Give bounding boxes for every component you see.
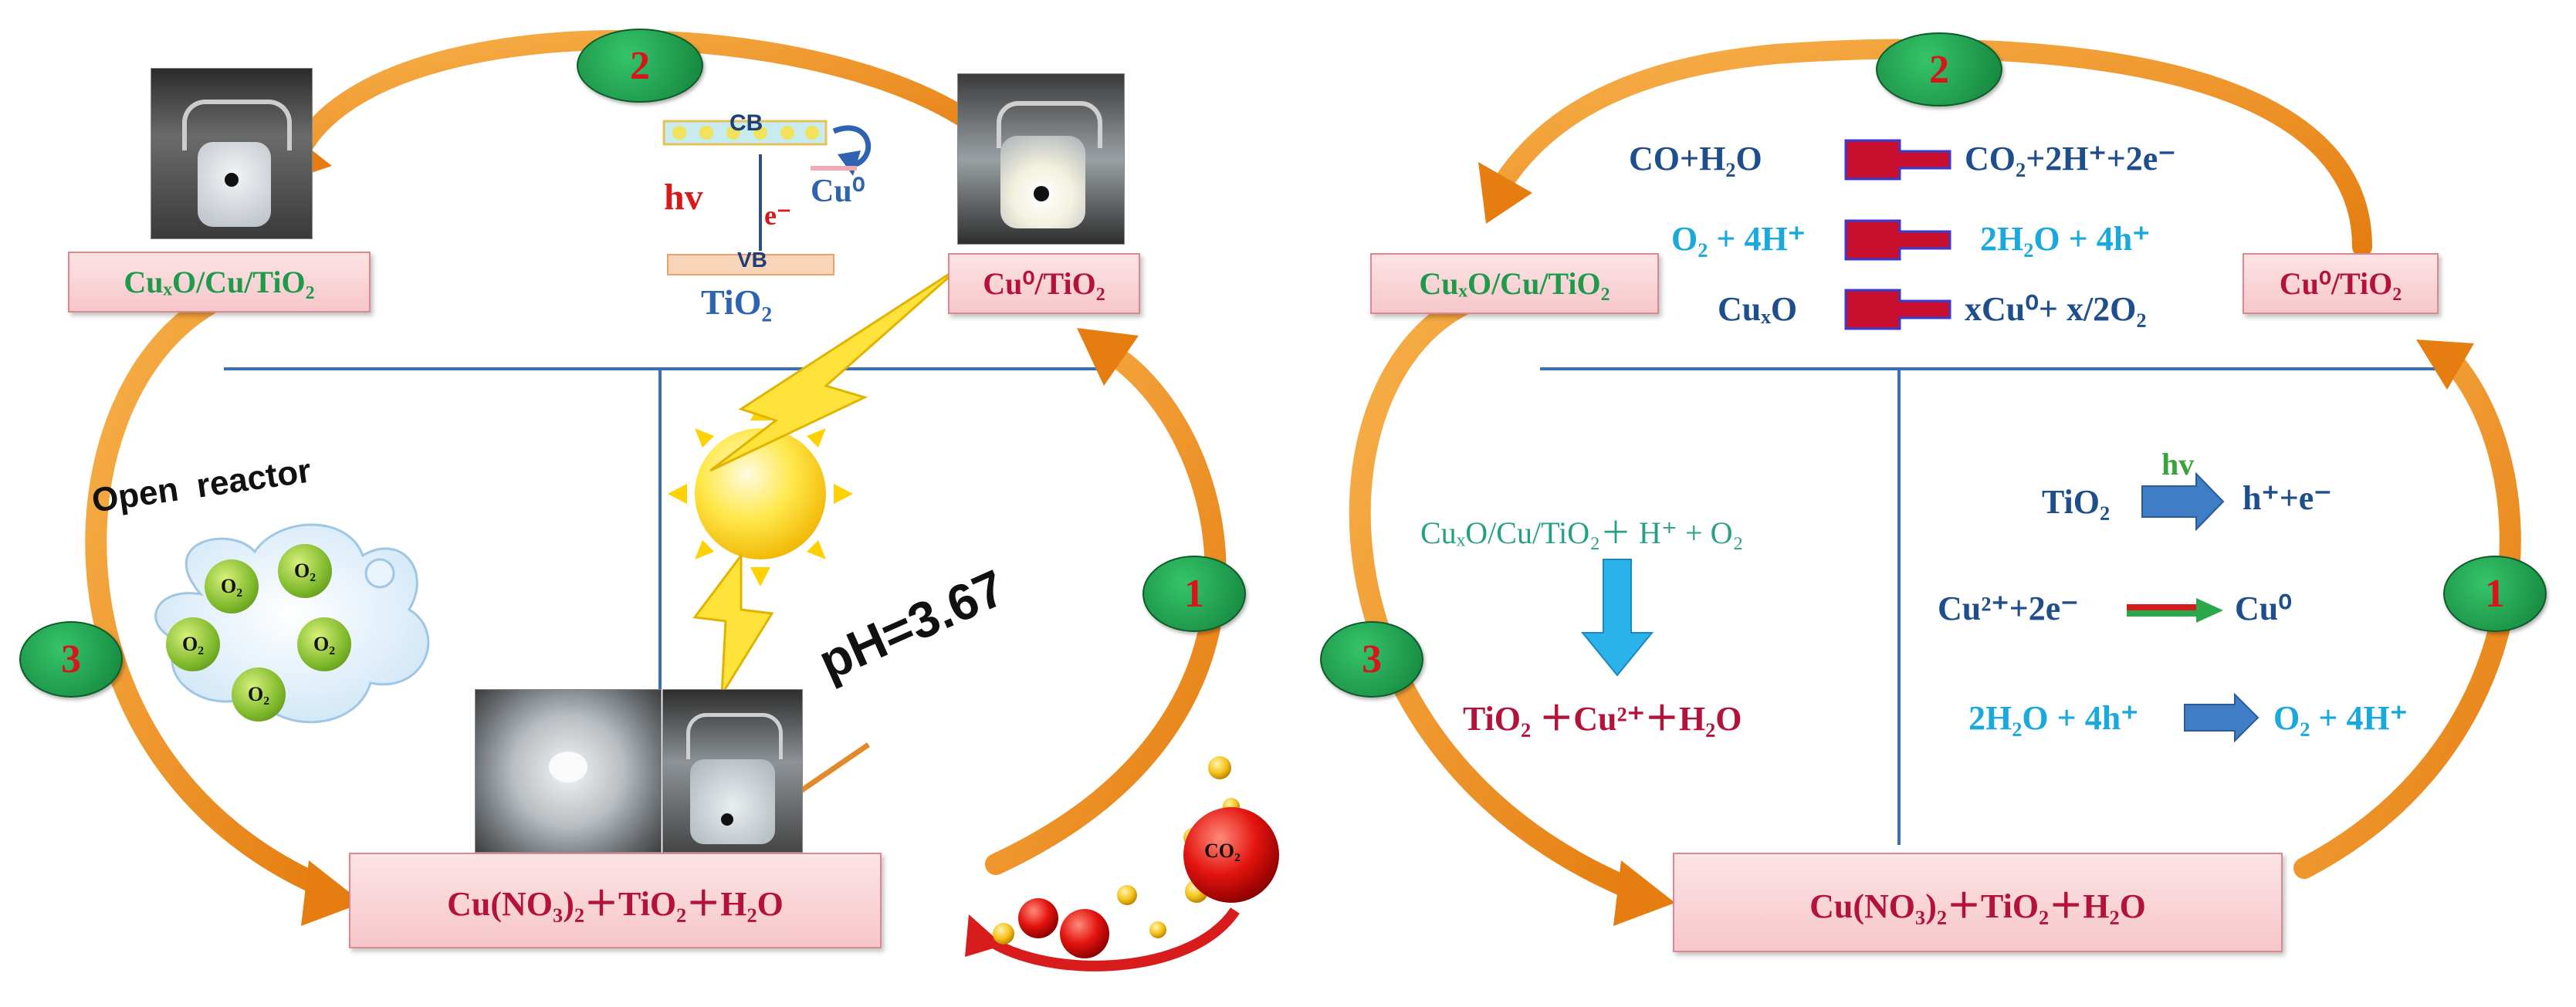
band-diagram [662,120,872,275]
co2-bubbles-icon [965,756,1279,972]
right-divider-lines [1540,367,2459,845]
right-box-reactants: Cu(NO₃)₂＋TiO₂＋H₂O [1673,853,2283,952]
electron-label: e⁻ [764,200,791,231]
left-badge-1: 1 [1142,556,1246,632]
hv-label: hv [664,177,703,218]
cu0-band-label: Cu⁰ [811,174,865,209]
eq1-tio2: TiO₂ [2042,483,2111,521]
o2-molecule: O₂ [232,667,286,721]
right-badge-1: 1 [2443,556,2547,632]
sun-icon [668,401,853,586]
eq-cu0-reactant: xCu⁰+ x/2O₂ [1965,290,2147,328]
right-arrow-2-head [1478,162,1532,224]
o2-molecule: O₂ [205,559,259,613]
blue-arrow-o2 [2184,692,2260,743]
left-badge-2: 2 [577,29,703,103]
ph-pointer-line [794,742,870,797]
right-arrow-3-head [1613,860,1675,926]
left-box-cu0-tio2: Cu⁰/TiO₂ [948,253,1140,314]
right-badge-2: 2 [1876,32,2002,106]
eq1-h2o: 2H₂O + 4h⁺ [1968,699,2139,737]
eq-cuxo-product: CuₓO [1718,290,1798,328]
right-arrow-3 [1349,294,1647,902]
eq-co2-reactant: CO₂+2H⁺+2e⁻ [1965,140,2176,177]
co2-label: CO₂ [1204,840,1241,862]
tio2-band-label: TiO₂ [701,282,773,322]
blue-arrow-hv [2141,471,2225,532]
cyan-down-arrow [1580,559,1654,677]
left-box-reactants: Cu(NO₃)₂＋TiO₂＋H₂O [349,853,882,948]
right-box-cu0-tio2: Cu⁰/TiO₂ [2243,253,2439,314]
o2-molecule: O₂ [297,617,351,671]
right-arrow-1-head [2416,340,2474,390]
lightning-bolt-icon [709,265,962,472]
vb-label: VB [737,248,767,272]
right-box-cuxo-cu-tio2: CuₓO/Cu/TiO₂ [1370,253,1659,314]
reactor-photo-top-view [475,689,662,853]
eq3-reactants: CuₓO/Cu/TiO₂＋ H⁺ + O₂ [1420,515,1744,550]
eq1-hv: hv [2161,447,2195,482]
left-arrow-3 [85,294,335,898]
eq3-products: TiO₂ ＋Cu²⁺＋H₂O [1463,700,1742,738]
eq1-h-e: h⁺+e⁻ [2243,479,2332,517]
right-arrow-2 [1491,39,2372,257]
right-badge-3: 3 [1320,621,1423,698]
eq1-o2: O₂ + 4H⁺ [2273,699,2408,737]
left-badge-3: 3 [19,621,123,698]
reactor-photo-cuxo [151,68,313,239]
eq1-cu0: Cu⁰ [2235,590,2292,627]
eq-h2o-reactant: 2H₂O + 4h⁺ [1980,220,2151,258]
cb-label: CB [729,110,763,136]
o2-molecule: O₂ [166,617,220,671]
eq-co-product: CO+H₂O [1629,140,1762,177]
left-arrow-3-head [301,860,363,926]
reactor-photo-side-view [662,689,803,853]
cu-reduction-arrow [2127,598,2223,623]
left-arrow-1-head [1077,328,1139,386]
left-box-cuxo-cu-tio2: CuₓO/Cu/TiO₂ [68,252,371,313]
o2-molecule: O₂ [278,544,332,598]
eq-o2-product: O₂ + 4H⁺ [1671,220,1806,258]
eq1-cu2: Cu²⁺+2e⁻ [1938,590,2079,627]
reactor-photo-cu0 [957,73,1125,245]
red-reaction-arrows [1844,139,1951,330]
